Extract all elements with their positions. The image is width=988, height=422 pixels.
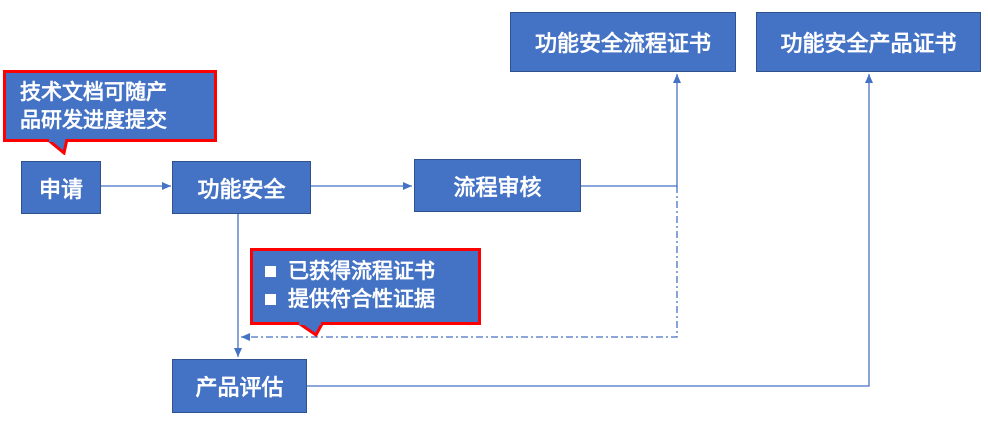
callout-conditions-tail xyxy=(296,322,325,338)
square-bullet-icon xyxy=(265,293,276,305)
condition-item-1-text: 已获得流程证书 xyxy=(288,259,435,283)
callout-conditions: 已获得流程证书 提供符合性证据 xyxy=(250,248,481,325)
condition-item-2: 提供符合性证据 xyxy=(265,285,478,313)
node-process-certificate: 功能安全流程证书 xyxy=(510,12,736,72)
square-bullet-icon xyxy=(265,265,276,277)
condition-item-2-text: 提供符合性证据 xyxy=(288,287,435,311)
dashed-arrow-certificate-to-product-evaluation xyxy=(241,186,678,341)
arrow-product-evaluation-to-product-certificate xyxy=(307,74,873,387)
callout-tech-docs: 技术文档可随产 品研发进度提交 xyxy=(3,70,217,142)
arrow-process-review-to-process-certificate xyxy=(581,74,681,187)
node-functional-safety: 功能安全 xyxy=(172,161,311,214)
node-apply: 申请 xyxy=(21,161,101,214)
callout-tech-docs-line1: 技术文档可随产 xyxy=(20,80,167,104)
node-product-evaluation: 产品评估 xyxy=(172,359,307,413)
node-process-review: 流程审核 xyxy=(414,159,581,212)
node-product-certificate: 功能安全产品证书 xyxy=(756,12,981,72)
condition-item-1: 已获得流程证书 xyxy=(265,257,478,285)
callout-tech-docs-line2: 品研发进度提交 xyxy=(20,108,167,132)
callout-tech-docs-tail xyxy=(46,139,69,155)
